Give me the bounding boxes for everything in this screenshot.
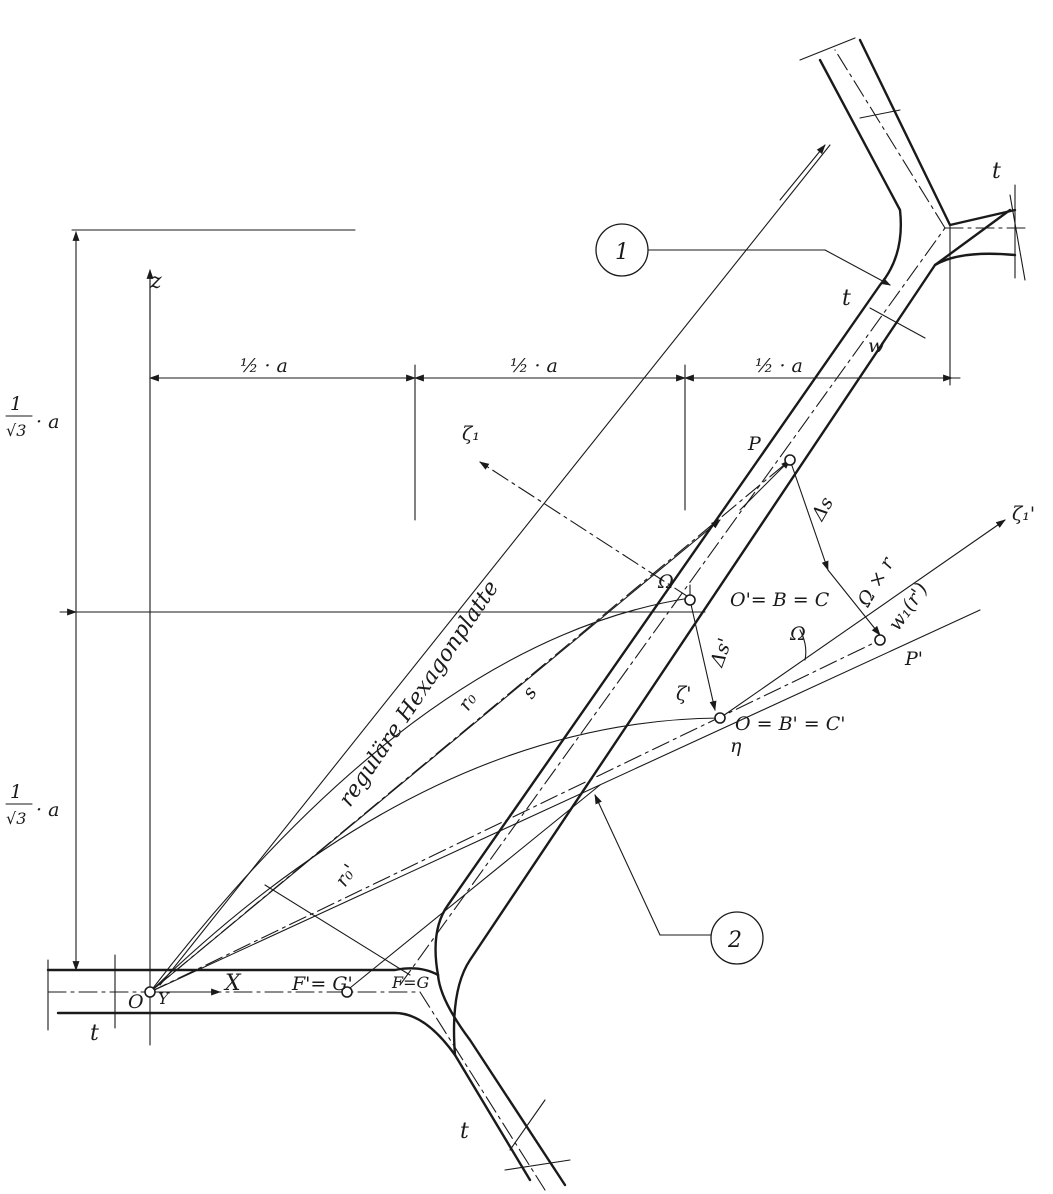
callout-bubble-2: 2	[710, 911, 764, 965]
hexagon-reference-line	[159, 144, 831, 986]
zeta-1-prime-label: ζ₁'	[1012, 503, 1035, 525]
eta-label: η	[730, 735, 742, 757]
plate-wall-diagonal	[399, 37, 1031, 1191]
axis-x-label: X	[223, 971, 242, 996]
thickness-t-left: t	[90, 1021, 99, 1046]
zeta-1-label: ζ₁	[462, 423, 480, 445]
point-obc-prime	[714, 712, 726, 724]
point-obc-label: O'= B = C	[730, 589, 830, 611]
callout-2-text: 2	[727, 928, 742, 953]
point-p	[784, 454, 796, 466]
kinematic-vectors	[149, 459, 1006, 993]
dim-upper-frac-num: 1	[10, 393, 22, 415]
point-obc	[684, 594, 696, 606]
points	[144, 454, 886, 998]
text-labels: z X O Y ½ · a ½ · a ½ · a 1 √3 · a 1 √3 …	[5, 159, 1035, 1144]
point-fg-prime-label: F'= G'	[291, 973, 353, 995]
dim-lower-frac-den: √3	[6, 809, 26, 828]
vec-w-r-label: w₁(r')	[884, 579, 932, 635]
dim-upper-var: · a	[36, 411, 59, 433]
thickness-markers	[114, 109, 1016, 1151]
dim-lower-var: · a	[36, 799, 59, 821]
origin-point	[144, 986, 156, 998]
zeta-prime-label: ζ'	[676, 683, 692, 705]
origin-label: O	[128, 991, 144, 1013]
callout-leaders	[594, 249, 891, 936]
point-p-prime	[874, 634, 886, 646]
vec-s-label: s	[518, 682, 542, 703]
point-fg-label: F=G	[391, 973, 430, 992]
dim-upper-frac-den: √3	[6, 421, 26, 440]
dimension-lines	[59, 224, 961, 1046]
dim-lower-frac-num: 1	[10, 781, 22, 803]
thickness-t-top-right: t	[992, 159, 1001, 184]
plate-wall-lower-right	[436, 973, 567, 1187]
point-p-prime-label: P'	[904, 648, 923, 670]
thickness-t-upper: t	[842, 286, 851, 311]
vec-omega-label: Ω	[657, 571, 674, 593]
callout-bubble-1: 1	[595, 223, 649, 277]
point-fg-prime	[341, 986, 353, 998]
dim-half-a-2: ½ · a	[510, 355, 558, 377]
thickness-t-bottom: t	[460, 1119, 469, 1144]
dim-half-a-3: ½ · a	[755, 355, 803, 377]
point-p-label: P	[747, 433, 762, 455]
callout-1-text: 1	[615, 240, 629, 265]
angle-omega-label: Ω	[789, 623, 806, 645]
axis-z-label: z	[149, 269, 162, 294]
vec-delta-s-label: Δs	[807, 493, 838, 525]
w-label: w	[868, 335, 884, 357]
vec-delta-s-prime-label: Δs'	[706, 635, 737, 670]
origin-y-label: Y	[158, 989, 170, 1008]
point-obc-prime-label: O = B' = C'	[735, 713, 846, 735]
vec-r0-prime-label: r₀'	[331, 860, 362, 890]
dim-half-a-1: ½ · a	[240, 355, 288, 377]
vec-omega-cross-r-label: Ω × r	[853, 552, 900, 611]
vec-r0-label: r₀	[454, 688, 482, 714]
